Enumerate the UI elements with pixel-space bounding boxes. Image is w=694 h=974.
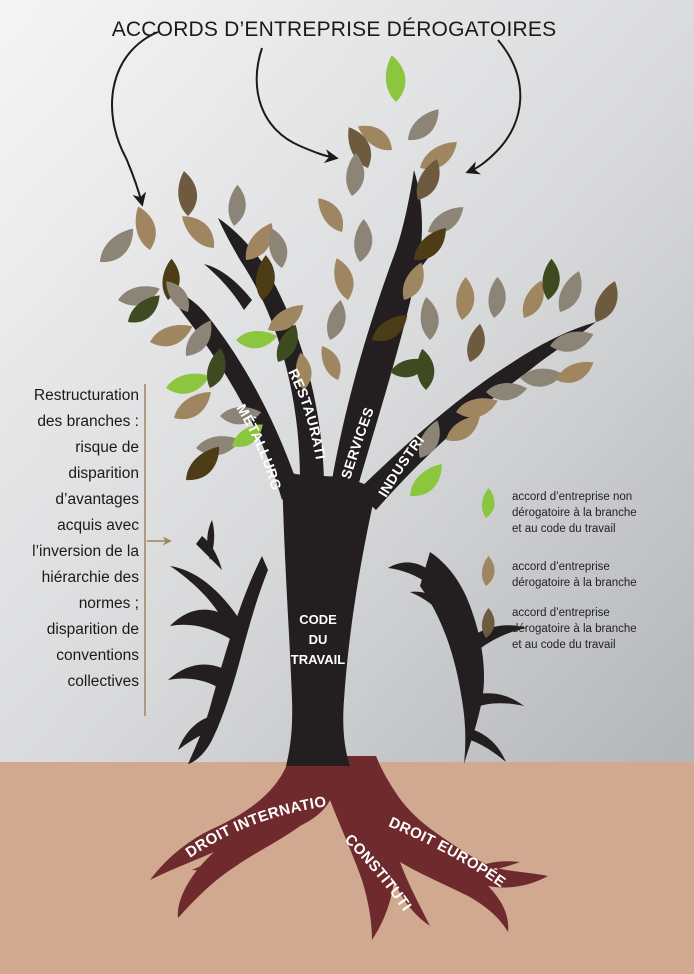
legend-1-line-1: accord d’entreprise non bbox=[512, 491, 632, 503]
legend-2-line-2: dérogatoire à la branche bbox=[512, 577, 637, 589]
side-note-line-8: hiérarchie des bbox=[42, 569, 140, 586]
trunk-label-line-1: CODE bbox=[299, 612, 337, 627]
side-note-line-12: collectives bbox=[68, 673, 140, 690]
legend-3-line-1: accord d’entreprise bbox=[512, 607, 610, 619]
legend-2-line-1: accord d’entreprise bbox=[512, 561, 610, 573]
diagram-title: ACCORDS D’ENTREPRISE DÉROGATOIRES bbox=[112, 18, 557, 41]
legend-3-line-3: et au code du travail bbox=[512, 639, 616, 651]
side-note-line-7: l’inversion de la bbox=[32, 543, 139, 560]
legend-3-line-2: dérogatoire à la branche bbox=[512, 623, 637, 635]
trunk-label-line-3: TRAVAIL bbox=[291, 652, 345, 667]
side-note-line-2: des branches : bbox=[37, 413, 139, 430]
side-note-line-9: normes ; bbox=[79, 595, 139, 612]
side-note-line-11: conventions bbox=[56, 647, 139, 664]
trunk-label-line-2: DU bbox=[309, 632, 328, 647]
side-note-line-5: d’avantages bbox=[55, 491, 139, 508]
side-note-line-10: disparition de bbox=[47, 621, 139, 638]
side-note-line-1: Restructuration bbox=[34, 387, 139, 404]
side-note-line-3: risque de bbox=[75, 439, 139, 456]
legend-1-line-2: dérogatoire à la branche bbox=[512, 507, 637, 519]
side-note-line-6: acquis avec bbox=[57, 517, 139, 534]
side-note-line-4: disparition bbox=[68, 465, 139, 482]
legend-1-line-3: et au code du travail bbox=[512, 523, 616, 535]
